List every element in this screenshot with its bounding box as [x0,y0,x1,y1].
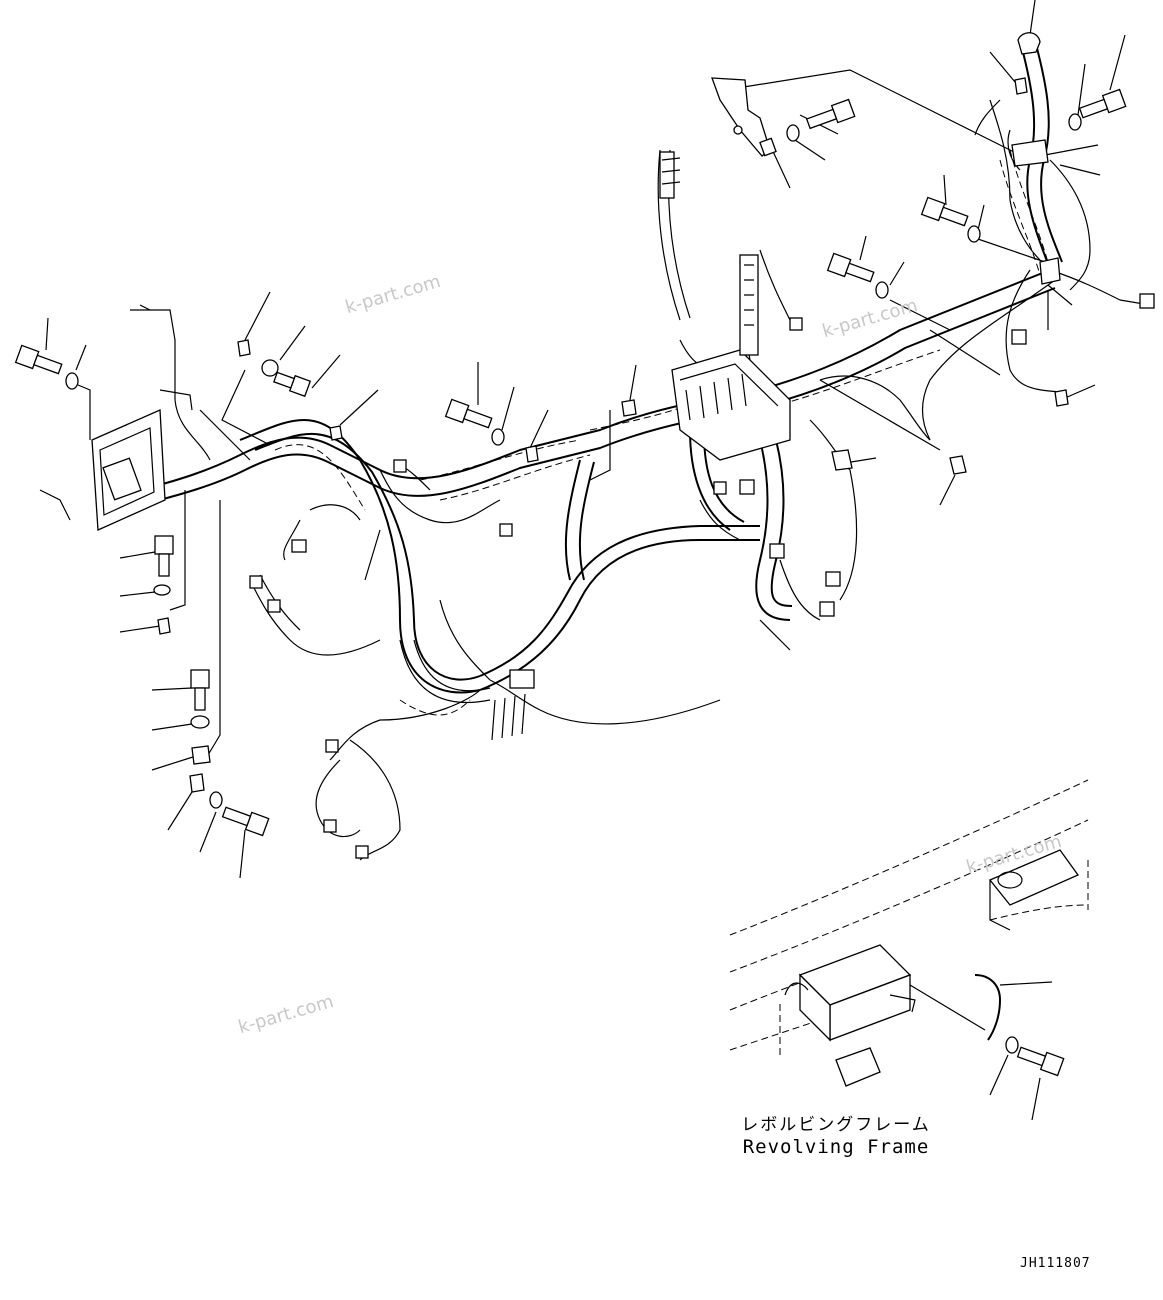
bolt-left-column-a [154,535,174,577]
bolt-top-right [1078,88,1127,119]
bolt-left-column-b [190,669,210,711]
bolt-mid-a [444,398,493,429]
washers [65,113,1082,1054]
bolts [14,88,1127,1077]
main-harness [139,269,1056,704]
top-bracket [711,77,777,157]
leader-lines [45,0,1126,879]
drawing-number: JH111807 [1020,1256,1091,1271]
frame-label-japanese: レボルビングフレーム [741,1115,931,1135]
clips [157,32,1069,793]
bolt-mid-b [273,371,312,398]
bolt-top-center [805,98,856,130]
left-mounting-bracket [39,389,193,531]
bolt-frame [1016,1046,1065,1077]
bolt-left-top [14,344,63,375]
branch-wires [129,39,1151,861]
bolt-lower-left [221,806,270,837]
dashed-routes [274,149,1051,716]
bolt-right-b [826,252,875,283]
frame-label-english: Revolving Frame [742,1136,930,1158]
revolving-frame-view [729,779,1089,1121]
connectors [249,151,1155,859]
bolt-right-a [920,196,969,227]
central-relay-block [671,254,791,461]
